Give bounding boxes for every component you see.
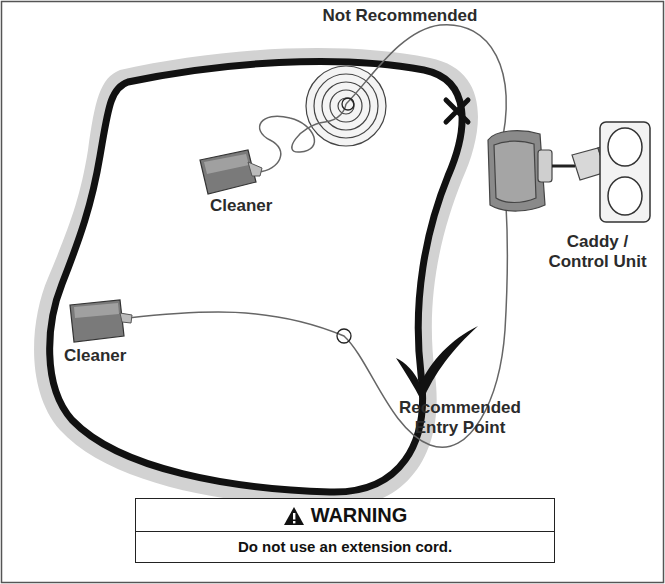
warning-text: Do not use an extension cord.: [238, 538, 452, 555]
warning-body-row: Do not use an extension cord.: [136, 532, 554, 562]
status-label: Not Recommended: [300, 6, 500, 26]
part-name: Cleaner: [210, 196, 300, 216]
warning-icon: [283, 506, 305, 526]
part-name: Cleaner: [64, 346, 154, 366]
part-name: Caddy / Control Unit: [540, 232, 655, 272]
warning-heading: WARNING: [311, 504, 408, 527]
warning-header-row: WARNING: [136, 499, 554, 532]
status-label: Recommended Entry Point: [375, 398, 545, 438]
warning-box: WARNING Do not use an extension cord.: [135, 498, 555, 563]
